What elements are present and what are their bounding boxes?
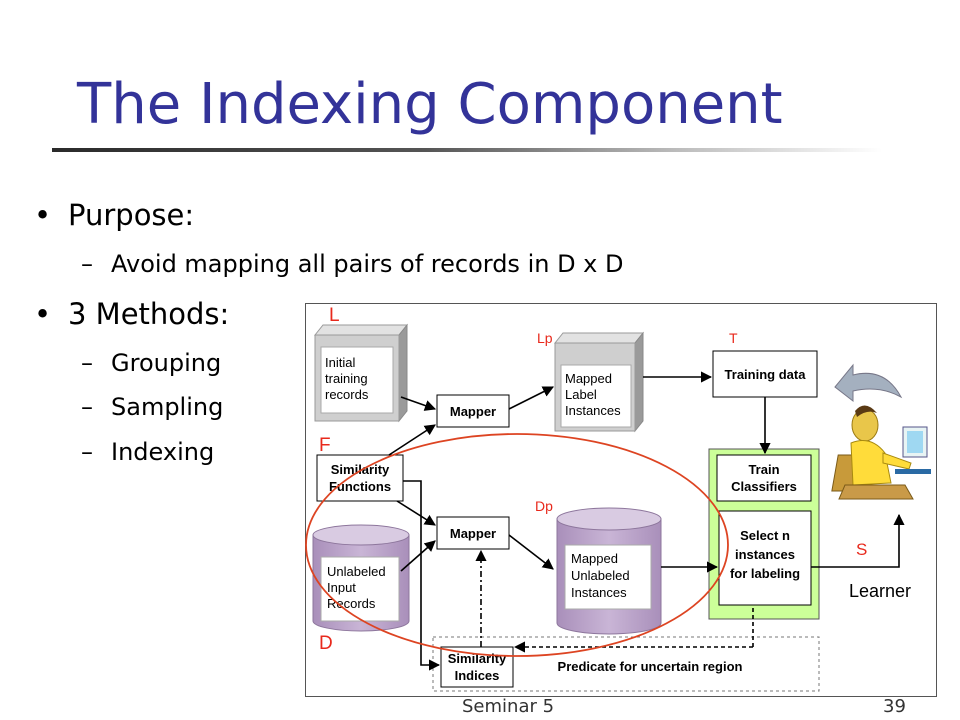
learner-person-icon <box>831 405 931 500</box>
train-classifiers-line-2: Classifiers <box>731 479 797 494</box>
bullet-purpose: • Purpose: <box>34 198 195 232</box>
slide-title: The Indexing Component <box>77 72 783 137</box>
subitem-avoid-mapping: – Avoid mapping all pairs of records in … <box>81 250 624 278</box>
bullet-dot: • <box>34 297 52 331</box>
sub-dash: – <box>81 393 93 421</box>
label-D: D <box>319 633 333 654</box>
unlabeled-line-1: Unlabeled <box>327 564 386 579</box>
bullet-methods: • 3 Methods: <box>34 297 230 331</box>
label-Lp: Lp <box>537 330 553 346</box>
initial-line-3: records <box>325 387 369 402</box>
subitem-text: Indexing <box>111 438 215 466</box>
mapped-label-instances-box: Mapped Label Instances <box>553 331 645 433</box>
mapped-label-line-2: Label <box>565 387 597 402</box>
mapped-unlabeled-instances-cylinder: Mapped Unlabeled Instances <box>556 507 662 635</box>
learner-label: Learner <box>849 581 911 601</box>
sub-dash: – <box>81 250 93 278</box>
mapper-bottom-box <box>436 516 510 550</box>
initial-training-records-box: Initial training records <box>313 323 409 423</box>
similarity-functions-line-1: Similarity <box>331 462 390 477</box>
bullet-dot: • <box>34 198 52 232</box>
diagram-arrows <box>388 371 905 671</box>
cycle-arrow-icon <box>834 363 903 403</box>
mapped-unlabeled-line-3: Instances <box>571 585 627 600</box>
sub-dash: – <box>81 438 93 466</box>
similarity-functions-line-2: Functions <box>329 479 391 494</box>
select-n-line-2: instances <box>735 547 795 562</box>
title-underline <box>52 148 882 152</box>
mapper-top-label: Mapper <box>450 404 496 419</box>
label-Dp: Dp <box>535 498 553 514</box>
mapped-label-line-3: Instances <box>565 403 621 418</box>
similarity-indices-line-2: Indices <box>455 668 500 683</box>
bullet-methods-text: 3 Methods: <box>68 297 230 331</box>
initial-line-2: training <box>325 371 368 386</box>
subitem-text: Grouping <box>111 349 222 377</box>
mapper-bottom-label: Mapper <box>450 526 496 541</box>
footer-title: Seminar 5 <box>462 696 555 717</box>
mapped-label-line-1: Mapped <box>565 371 612 386</box>
mapped-unlabeled-line-2: Unlabeled <box>571 568 630 583</box>
indexing-diagram: Initial training records Mapped Label In… <box>305 303 937 697</box>
select-n-line-3: for labeling <box>730 566 800 581</box>
label-L: L <box>329 305 340 326</box>
train-classifiers-line-1: Train <box>748 462 779 477</box>
initial-line-1: Initial <box>325 355 355 370</box>
predicate-label: Predicate for uncertain region <box>558 659 743 674</box>
mapped-unlabeled-line-1: Mapped <box>571 551 618 566</box>
bullet-purpose-text: Purpose: <box>68 198 195 232</box>
subitem-text: Sampling <box>111 393 224 421</box>
subitem-grouping: – Grouping <box>81 349 222 377</box>
unlabeled-line-2: Input <box>327 580 356 595</box>
sub-dash: – <box>81 349 93 377</box>
train-classifiers-box <box>716 454 812 502</box>
unlabeled-line-3: Records <box>327 596 376 611</box>
label-T: T <box>729 330 738 346</box>
select-n-box <box>718 510 812 606</box>
label-S: S <box>856 540 867 559</box>
slide-number: 39 <box>883 696 906 717</box>
mapper-top-box <box>436 394 510 428</box>
training-data-label: Training data <box>725 367 807 382</box>
subitem-indexing: – Indexing <box>81 438 215 466</box>
highlight-ellipse <box>305 433 729 657</box>
label-F: F <box>319 435 331 456</box>
select-n-line-1: Select n <box>740 528 790 543</box>
subitem-sampling: – Sampling <box>81 393 224 421</box>
unlabeled-input-records-cylinder: Unlabeled Input Records <box>312 524 410 632</box>
subitem-text: Avoid mapping all pairs of records in D … <box>111 250 624 278</box>
